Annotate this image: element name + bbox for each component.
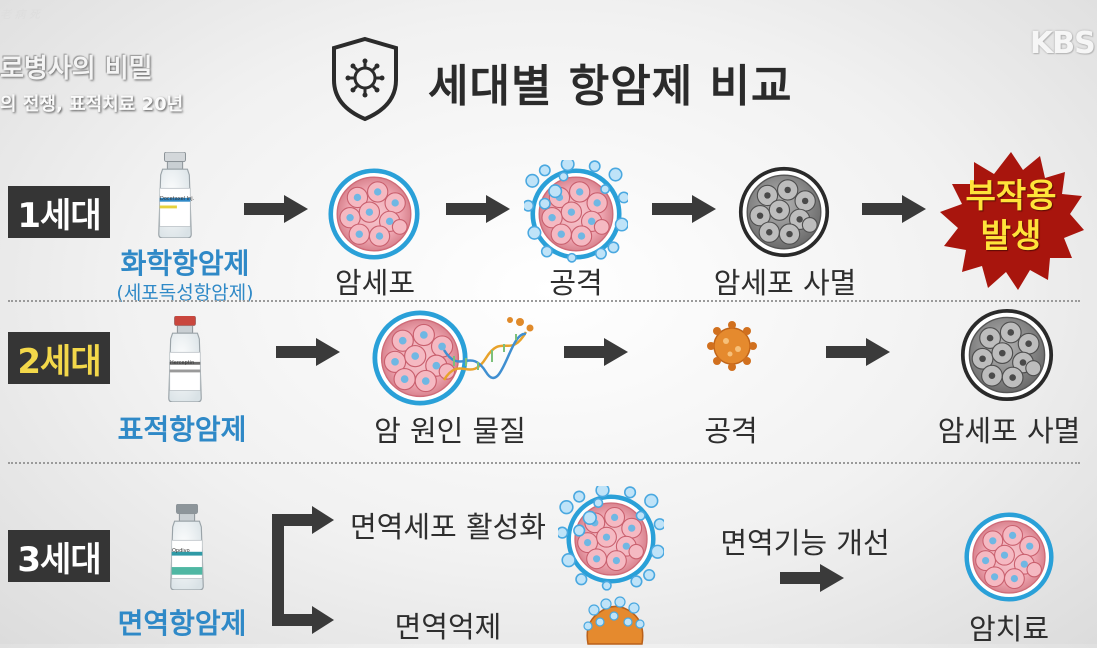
drug-name-gen1: 화학항암제: [120, 247, 250, 280]
drug-sub-gen1: (세포독성항암제): [116, 282, 254, 304]
cancer-cell-icon: [964, 512, 1054, 602]
arrow-icon: [244, 195, 308, 223]
badge-gen1: 1세대: [8, 186, 110, 238]
virus-particle-icon: [707, 321, 757, 371]
step-label-gen2-1: 암 원인 물질: [374, 414, 526, 448]
dead-cell-icon: [960, 308, 1054, 402]
warning-burst-icon: [940, 152, 1084, 290]
arrow-icon: [276, 338, 340, 366]
step-label-gen2-2: 공격: [704, 414, 758, 448]
program-title: 로병사의 비밀: [0, 54, 153, 84]
suppressed-cell-icon: [583, 596, 645, 645]
divider: [8, 300, 1080, 302]
branch-label-bottom: 면역억제: [394, 610, 502, 644]
dna-strand-icon: [442, 317, 534, 381]
arrow-icon: [446, 195, 510, 223]
drug-particles-icon: [524, 160, 628, 264]
arrow-icon: [780, 564, 844, 592]
badge-gen2: 2세대: [8, 332, 110, 384]
outcome-line-1: 부작용: [965, 176, 1057, 215]
cancer-cell-icon: [328, 168, 420, 260]
program-subtitle: 老 病 死: [0, 8, 40, 21]
result-label: 암치료: [968, 612, 1050, 646]
step-label-gen1-3: 암세포 사멸: [713, 266, 857, 300]
branch-arrow-icon: [272, 506, 334, 634]
shield-virus-icon: [332, 36, 398, 122]
arrow-icon: [564, 338, 628, 366]
vial-label: Opdivo: [172, 548, 190, 554]
step-label-gen1-2: 공격: [549, 266, 603, 300]
step-label-gen2-3: 암세포 사멸: [937, 414, 1081, 448]
arrow-icon: [862, 195, 926, 223]
dead-cell-icon: [738, 166, 830, 258]
outcome-line-2: 발생: [980, 216, 1042, 255]
middle-label: 면역기능 개선: [720, 526, 890, 560]
badge-gen3: 3세대: [8, 530, 110, 582]
page-title: 세대별 항암제 비교: [428, 61, 793, 112]
immune-cells-icon: [558, 486, 664, 592]
drug-name-gen2: 표적항암제: [117, 413, 247, 446]
step-label-gen1-1: 암세포: [334, 266, 416, 300]
drug-name-gen3: 면역항암제: [117, 607, 247, 640]
drug-vial-gen3: Opdivo: [162, 504, 212, 594]
broadcaster-logo: KBS: [1030, 26, 1096, 61]
vial-label: Herceptin: [170, 360, 195, 366]
drug-vial-gen2: Herceptin: [160, 316, 210, 406]
arrow-icon: [652, 195, 716, 223]
vial-label: Docetaxel Inj.: [160, 196, 195, 202]
program-episode: 의 전쟁, 표적치료 20년: [0, 94, 184, 115]
branch-label-top: 면역세포 활성화: [350, 510, 546, 544]
drug-vial-gen1: Docetaxel Inj.: [150, 152, 200, 242]
divider: [8, 462, 1080, 464]
arrow-icon: [826, 338, 890, 366]
